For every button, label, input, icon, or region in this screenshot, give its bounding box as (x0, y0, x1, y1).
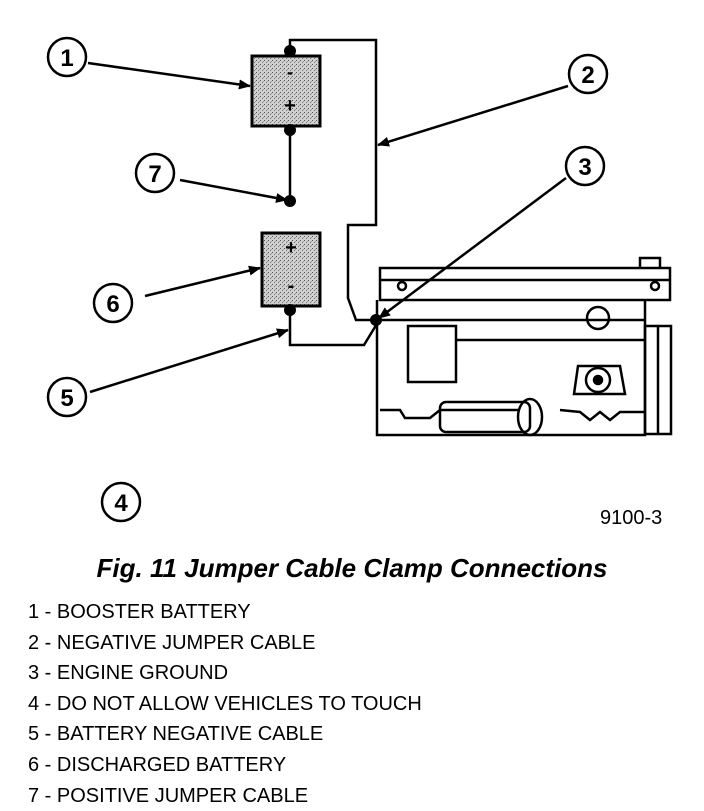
legend-item-5: 5 - BATTERY NEGATIVE CABLE (28, 723, 324, 746)
callout-1-label: 1 (60, 45, 73, 72)
leader-arrow-5 (89, 328, 289, 394)
callout-4: 4 (100, 481, 142, 523)
legend-item-7: 7 - POSITIVE JUMPER CABLE (28, 784, 309, 807)
discharged-battery-bottom-terminal-sign: - (288, 275, 295, 297)
jumper-cable-diagram: - + + - (46, 36, 673, 523)
legend-item-6: 6 - DISCHARGED BATTERY (28, 753, 287, 776)
discharged-battery: + - (260, 231, 322, 308)
booster-battery-bottom-terminal-sign: + (284, 95, 296, 117)
callout-7-label: 7 (148, 161, 161, 188)
callout-4-label: 4 (114, 490, 128, 517)
negative-jumper-cable (288, 38, 378, 322)
callout-3-label: 3 (578, 154, 591, 181)
figure-code: 9100-3 (600, 507, 663, 529)
legend-item-1: 1 - BOOSTER BATTERY (28, 601, 251, 623)
callout-5-label: 5 (60, 385, 73, 412)
legend-item-3: 3 - ENGINE GROUND (28, 662, 229, 685)
callout-2: 2 (567, 53, 609, 95)
battery-negative-cable (288, 310, 380, 347)
callout-1: 1 (46, 36, 88, 78)
callout-7: 7 (134, 152, 176, 194)
callout-5: 5 (46, 376, 88, 418)
engine (375, 256, 673, 437)
leader-arrow-1 (87, 61, 251, 90)
callout-6-label: 6 (106, 291, 119, 318)
legend-item-2: 2 - NEGATIVE JUMPER CABLE (28, 631, 316, 654)
callout-3: 3 (564, 145, 606, 187)
leader-arrow-2 (377, 84, 569, 147)
figure-caption: Fig. 11 Jumper Cable Clamp Connections (96, 553, 608, 583)
callout-2-label: 2 (581, 62, 594, 89)
booster-battery: - + (250, 54, 322, 128)
leader-arrow-3 (378, 176, 567, 320)
legend-item-4: 4 - DO NOT ALLOW VEHICLES TO TOUCH (28, 692, 422, 715)
leader-arrow-6 (144, 265, 261, 298)
callout-6: 6 (92, 282, 134, 324)
legend-list: 1 - BOOSTER BATTERY 2 - NEGATIVE JUMPER … (28, 597, 422, 811)
discharged-battery-top-terminal-sign: + (285, 237, 297, 259)
leader-arrow-7 (179, 178, 288, 203)
booster-battery-top-terminal-sign: - (287, 62, 293, 82)
